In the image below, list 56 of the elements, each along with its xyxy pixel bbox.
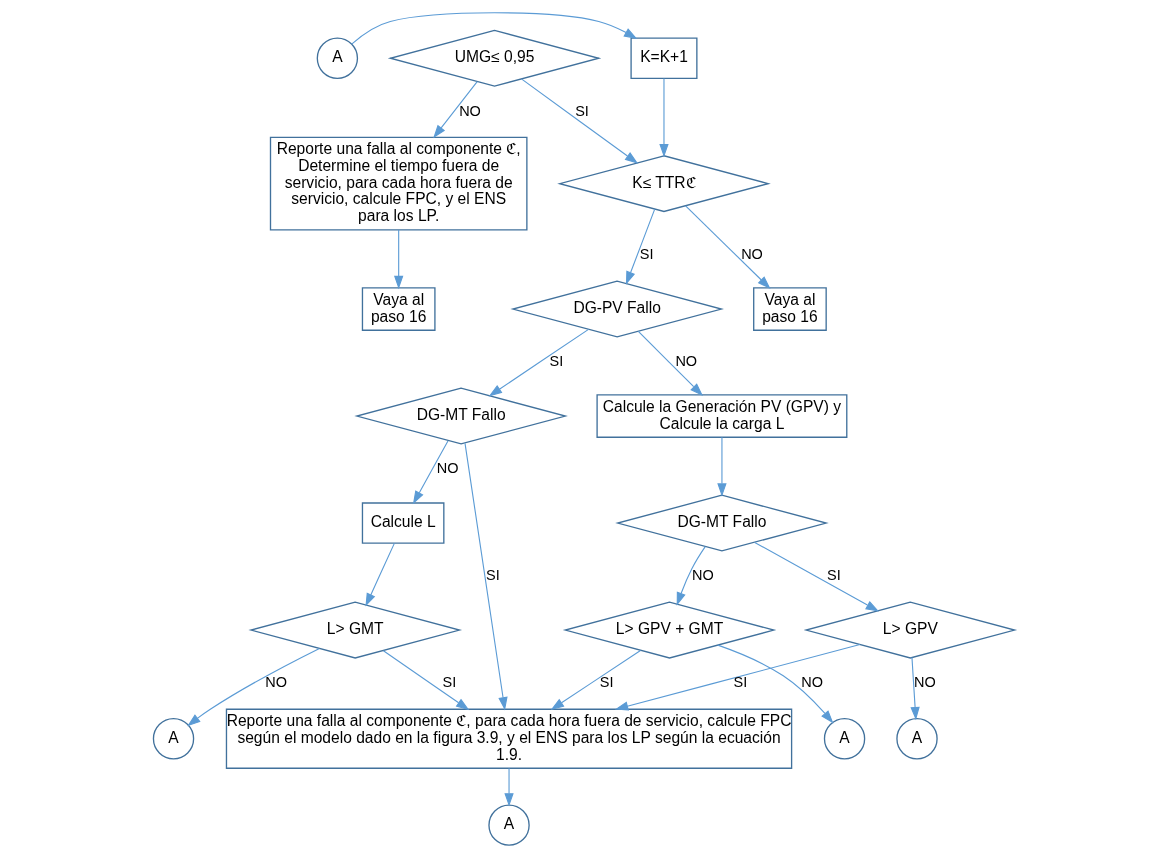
node-box: Reporte una falla al componente ℭ, para cada hora fuera de servicio, calcule FPC según el modelo dado en la figura 3.9, y el ENS para los LP según la ecuación 1.9.	[225, 708, 792, 769]
arrow	[186, 647, 320, 727]
edge-label: SI	[442, 674, 456, 691]
arrow	[550, 649, 641, 710]
edge-label: NO	[740, 246, 763, 263]
arrow	[463, 442, 508, 711]
arrow	[520, 78, 638, 164]
arrow	[625, 208, 655, 285]
arrow	[637, 330, 703, 396]
node-diamond: K≤ TTRℭ	[556, 155, 771, 213]
arrow	[503, 767, 514, 807]
arrow	[716, 436, 727, 497]
edge-label: NO	[913, 674, 936, 691]
node-circle: A	[316, 37, 358, 79]
edge-label: SI	[549, 353, 563, 370]
arrow	[753, 541, 879, 612]
node-box: Vaya al paso 16	[752, 287, 827, 331]
edge-label: NO	[436, 460, 459, 477]
arrow	[488, 328, 589, 397]
edge-label: NO	[674, 353, 697, 370]
node-circle: A	[152, 718, 194, 760]
arrow	[614, 644, 860, 711]
node-box: Vaya al paso 16	[361, 287, 436, 331]
edge-label: SI	[826, 567, 841, 584]
arrow	[658, 78, 669, 158]
node-diamond: L> GMT	[247, 601, 462, 659]
arrow	[393, 229, 403, 290]
edge-label: NO	[691, 567, 714, 584]
edge-label: SI	[485, 567, 500, 584]
node-circle: A	[895, 718, 938, 760]
edge-label: NO	[264, 674, 287, 691]
node-box: Reporte una falla al componente ℭ, Determine el tiempo fuera de servicio, para cada hora fuera de servicio, calcule FPC, y el ENS para los LP.	[269, 136, 528, 231]
edge-label: SI	[599, 674, 613, 691]
arrow	[364, 542, 395, 607]
node-box: K=K+1	[629, 37, 698, 79]
edge-label: NO	[458, 102, 481, 119]
node-box: Calcule L	[361, 502, 444, 544]
edge-label: SI	[639, 246, 654, 263]
node-box: Calcule la Generación PV (GPV) y Calcule la carga L	[595, 394, 847, 438]
node-diamond: DG-MT Fallo	[614, 494, 829, 552]
arrow	[350, 12, 637, 45]
node-circle: A	[487, 804, 530, 846]
arrow	[412, 440, 448, 505]
arrow	[716, 644, 833, 724]
node-diamond: L> GPV + GMT	[562, 601, 776, 659]
node-diamond: UMG≤ 0,95	[387, 29, 601, 87]
arrow	[909, 656, 920, 721]
arrow	[684, 205, 771, 289]
node-diamond: DG-PV Fallo	[509, 280, 724, 338]
node-circle: A	[823, 718, 865, 760]
arrow	[676, 546, 706, 606]
edge-label: NO	[800, 674, 823, 691]
edge-label: SI	[574, 102, 589, 119]
edge-label: SI	[732, 674, 747, 691]
arrow	[432, 81, 478, 139]
arrow	[382, 650, 469, 711]
